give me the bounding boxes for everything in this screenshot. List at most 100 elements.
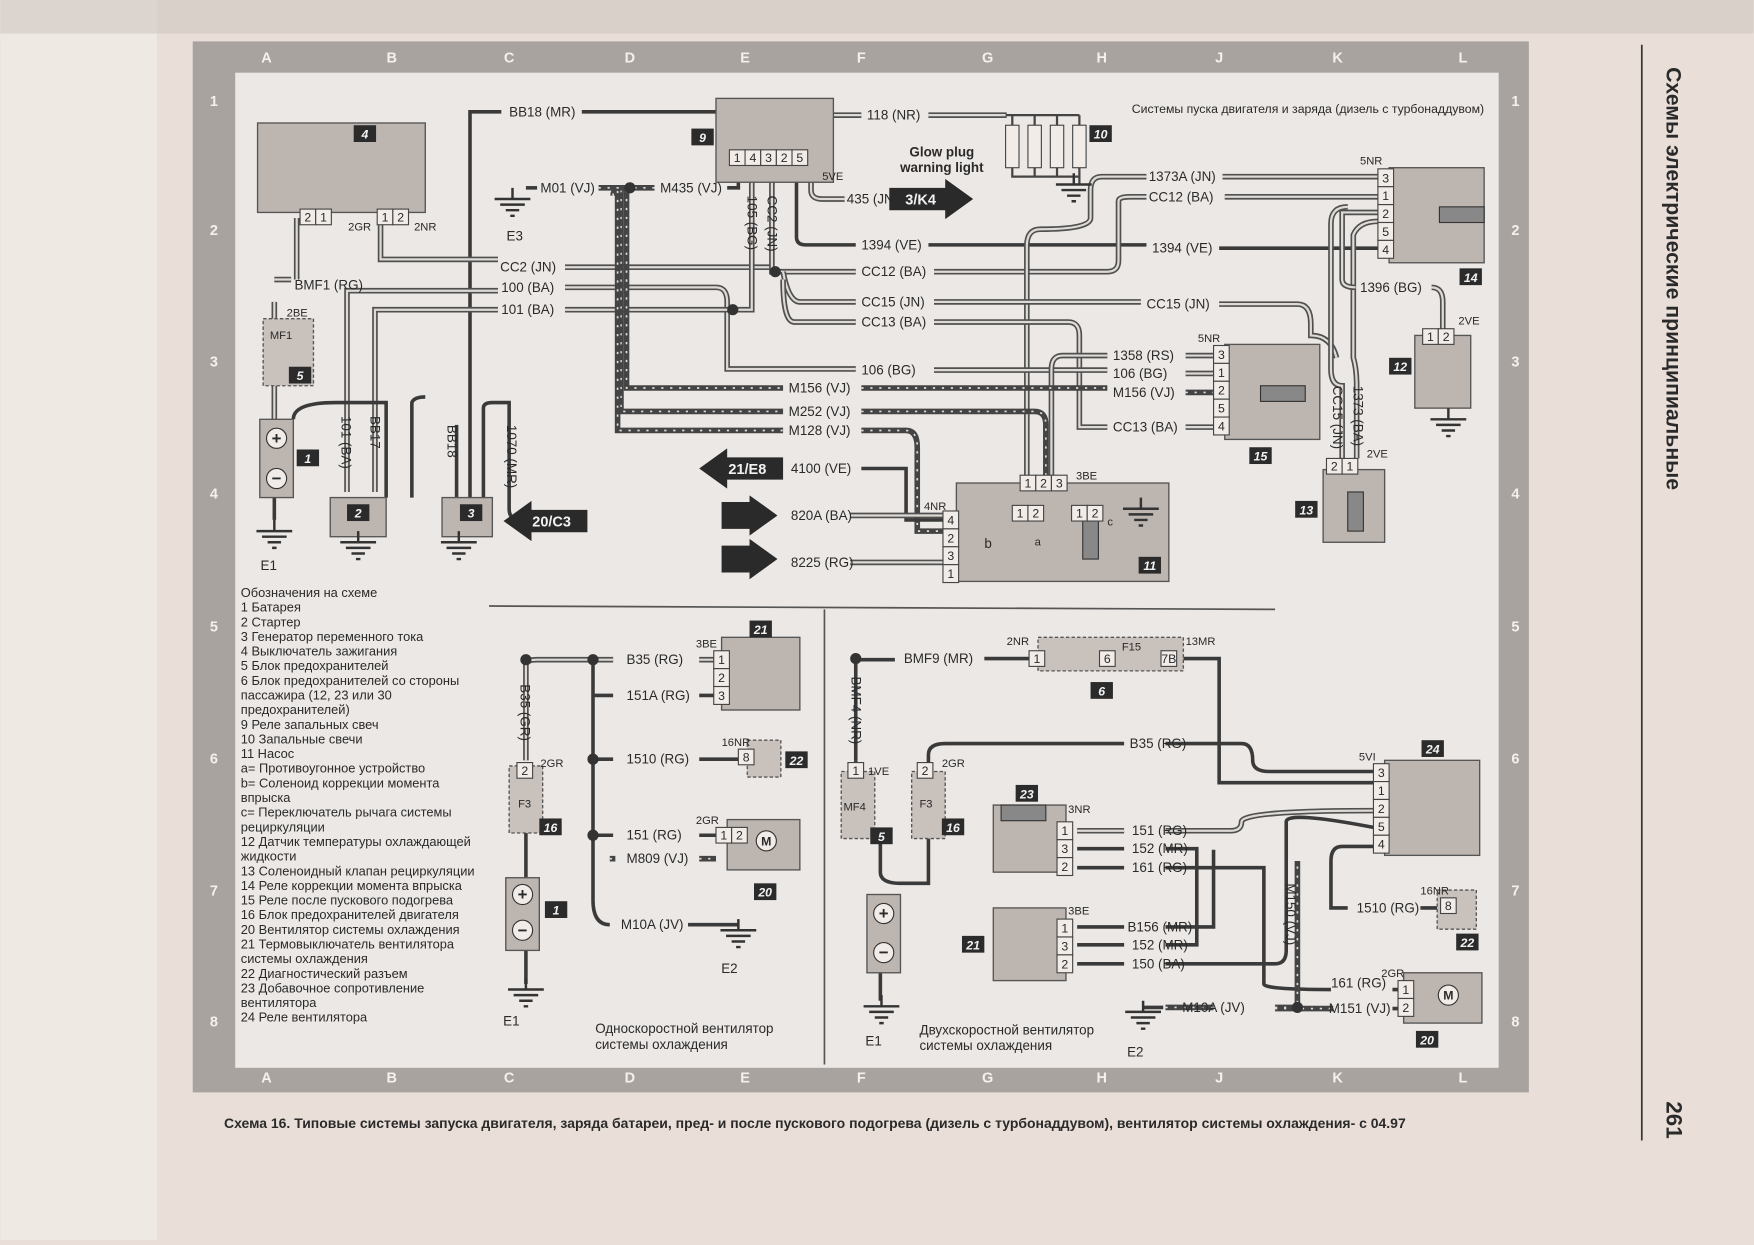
wire-core [565, 286, 856, 371]
wire-label: 2GR [348, 221, 371, 233]
component-number-badge [1456, 933, 1479, 951]
wire-label: 4NR [924, 501, 946, 513]
component-number-badge [347, 504, 370, 522]
wire-label: c [1107, 517, 1113, 529]
wire-label: M10A (JV) [621, 917, 684, 932]
wire-label: M01 (VJ) [540, 180, 594, 195]
cross-reference-arrow[interactable] [889, 178, 974, 220]
legend-item: предохранителей) [241, 702, 350, 717]
pin-number: 1 [1017, 507, 1024, 521]
grid-column-label: H [1097, 51, 1107, 67]
pin-number: 3 [1382, 171, 1389, 185]
pin-number: 1 [1378, 784, 1385, 798]
pin-number: 2 [947, 531, 954, 545]
wire-label: 2GR [696, 815, 719, 827]
pin-number: 2 [304, 210, 311, 224]
wire-label: M10A (JV) [1182, 1000, 1245, 1015]
annotation-label: Glow plug [909, 145, 974, 160]
legend-item: 3 Генератор переменного тока [241, 629, 424, 644]
pin-number: 2 [1040, 477, 1047, 491]
ground-label: E1 [865, 1033, 881, 1048]
motor-letter: M [1443, 989, 1453, 1003]
wire-label: B35 (GR) [517, 684, 532, 741]
pin-number: 3 [1378, 766, 1385, 780]
grid-column-label: C [504, 1070, 515, 1086]
glow-plug [1072, 124, 1087, 169]
wire [291, 400, 388, 498]
wire-core [934, 195, 1147, 273]
pin-number: 1 [1033, 652, 1040, 666]
wire-label: 151A (RG) [627, 688, 690, 703]
figure-caption: Схема 16. Типовые системы запуска двигат… [224, 1115, 1406, 1131]
component-number: 6 [1098, 684, 1105, 698]
component-number-badge [539, 818, 562, 836]
wire-label: 118 (NR) [867, 108, 920, 123]
terminal-sign: − [272, 469, 282, 488]
wire-label: 150 (BA) [1132, 956, 1185, 971]
component-number-badge [785, 751, 808, 769]
cross-reference-arrow[interactable] [699, 448, 784, 489]
pin-number: 6 [1104, 652, 1111, 666]
wire-label: 101 (BA) [338, 416, 353, 469]
legend-item: 15 Реле после пускового подогрева [241, 893, 454, 908]
pin-number: 2 [397, 210, 404, 224]
wire [410, 395, 426, 498]
pin-number: 2 [1402, 1001, 1409, 1015]
annotation-label: warning light [899, 160, 984, 175]
ground-icon [1122, 497, 1159, 527]
pin-number: 4 [1382, 243, 1389, 257]
grid-row-label: 3 [210, 355, 218, 371]
wire-label: 4100 (VE) [791, 461, 851, 476]
ground-icon [508, 978, 544, 1008]
terminal-sign: + [272, 429, 282, 448]
coil-icon [1347, 491, 1364, 532]
pin-number: 2 [1061, 957, 1068, 971]
legend-item: вентилятора [241, 995, 317, 1010]
wire-label: системы охлаждения [919, 1038, 1052, 1053]
pin-number: 8 [743, 750, 750, 764]
grid-column-label: B [386, 1070, 396, 1086]
wire-core [1341, 211, 1378, 289]
coil-icon [1438, 206, 1485, 224]
wire [878, 838, 931, 886]
coolant-temp-sensor [1414, 334, 1472, 409]
wire-label: M128 (VJ) [789, 423, 851, 438]
splice-dot [587, 829, 599, 841]
grid-row-label: 6 [1511, 752, 1519, 768]
legend-item: 24 Реле вентилятора [241, 1010, 368, 1025]
wire-core [1431, 286, 1444, 330]
ground-icon [256, 519, 293, 550]
fuse-box [262, 317, 315, 387]
wire-label: M151 (VJ) [1329, 1001, 1391, 1016]
pin-number: 1 [852, 764, 859, 778]
component-number: 15 [1254, 450, 1268, 464]
component-number-badge [1249, 447, 1272, 465]
pin-number: 2 [1092, 507, 1099, 521]
component-number: 1 [304, 452, 311, 466]
component-number: 9 [699, 131, 706, 145]
ground-icon [863, 995, 900, 1025]
wire [618, 190, 784, 415]
wire-core [809, 167, 845, 201]
cross-reference-label: 3/K4 [905, 193, 936, 209]
wire-label: 1373A (JN) [1149, 169, 1216, 184]
wire-label: 5NR [1198, 333, 1220, 345]
legend-item: 6 Блок предохранителей со стороны [241, 673, 459, 688]
pin-number: 1 [1076, 507, 1083, 521]
wire-label: CC15 (JN) [1146, 297, 1209, 312]
wire-core [1077, 809, 1374, 832]
wire-label: системы охлаждения [595, 1037, 728, 1052]
cross-reference-arrow[interactable] [503, 500, 588, 542]
component-number-badge [749, 620, 772, 638]
grid-row-label: 7 [210, 884, 218, 900]
component-number: 14 [1464, 271, 1478, 285]
component-number-badge [1089, 125, 1112, 143]
pin-number: 2 [736, 829, 743, 843]
wire-label: 16NR [722, 737, 751, 749]
connector-pin [1056, 954, 1074, 974]
wire [1077, 865, 1331, 992]
legend-item: 13 Соленоидный клапан рециркуляции [241, 863, 475, 878]
legend-item: 22 Диагностический разъем [241, 966, 408, 981]
splice-dot [587, 753, 599, 765]
component-number-badge [296, 449, 320, 467]
